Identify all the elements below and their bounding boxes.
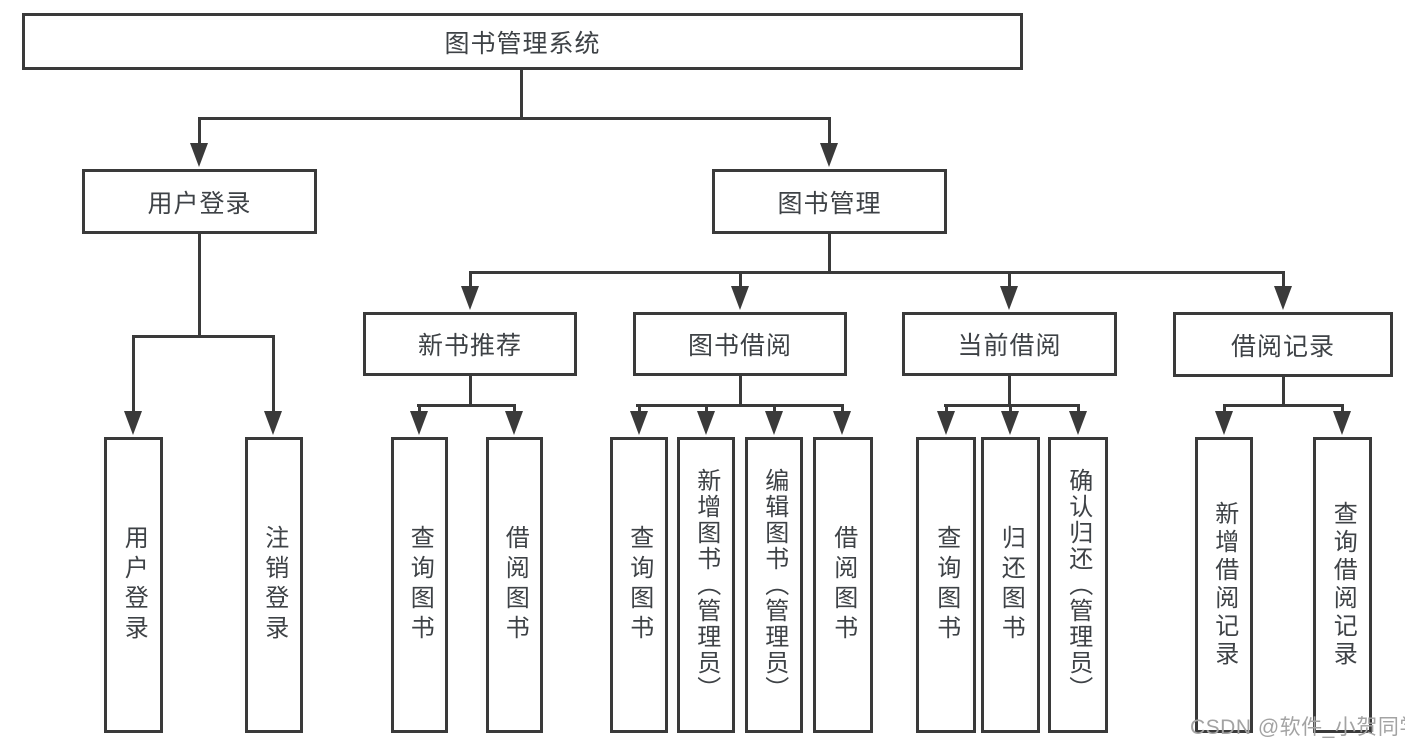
- leaf-confirm-return-admin: 确认归还（管理员）: [1048, 437, 1108, 733]
- arrow-down-icon: [1001, 411, 1019, 435]
- arrow-down-icon: [461, 286, 479, 310]
- connector-line: [828, 234, 831, 273]
- connector-line: [828, 117, 831, 149]
- connector-line: [1223, 404, 1344, 407]
- node-book-borrowing: 图书借阅: [633, 312, 847, 376]
- arrow-down-icon: [1215, 411, 1233, 435]
- leaf-query-books-recommend: 查询图书: [391, 437, 448, 733]
- node-user-login: 用户登录: [82, 169, 317, 234]
- arrow-down-icon: [264, 411, 282, 435]
- connector-line: [520, 70, 523, 118]
- node-root: 图书管理系统: [22, 13, 1023, 70]
- connector-line: [1282, 271, 1285, 291]
- arrow-down-icon: [833, 411, 851, 435]
- leaf-borrow-books-borrowing: 借阅图书: [813, 437, 873, 733]
- connector-line: [1008, 376, 1011, 406]
- node-borrowing-records: 借阅记录: [1173, 312, 1393, 377]
- leaf-logout: 注销登录: [245, 437, 303, 733]
- connector-line: [1008, 271, 1011, 291]
- node-new-book-recommend: 新书推荐: [363, 312, 577, 376]
- leaf-edit-books-admin: 编辑图书（管理员）: [745, 437, 803, 733]
- arrow-down-icon: [505, 411, 523, 435]
- connector-line: [469, 271, 1284, 274]
- connector-line: [636, 404, 844, 407]
- connector-line: [198, 234, 201, 337]
- connector-line: [417, 404, 516, 407]
- arrow-down-icon: [697, 411, 715, 435]
- arrow-down-icon: [820, 143, 838, 167]
- leaf-add-books-admin: 新增图书（管理员）: [677, 437, 735, 733]
- arrow-down-icon: [937, 411, 955, 435]
- connector-line: [132, 335, 135, 413]
- leaf-borrow-books-recommend: 借阅图书: [486, 437, 543, 733]
- connector-line: [469, 376, 472, 406]
- leaf-query-books-borrowing: 查询图书: [610, 437, 668, 733]
- node-book-management: 图书管理: [712, 169, 947, 234]
- leaf-query-borrow-record: 查询借阅记录: [1313, 437, 1372, 733]
- connector-line: [198, 117, 831, 120]
- connector-line: [1282, 377, 1285, 406]
- arrow-down-icon: [410, 411, 428, 435]
- arrow-down-icon: [731, 286, 749, 310]
- connector-line: [272, 335, 275, 413]
- connector-line: [739, 376, 742, 406]
- csdn-watermark: CSDN @软件_小贺同学: [1190, 716, 1405, 739]
- connector-line: [739, 271, 742, 291]
- arrow-down-icon: [190, 143, 208, 167]
- leaf-return-books: 归还图书: [981, 437, 1040, 733]
- arrow-down-icon: [124, 411, 142, 435]
- arrow-down-icon: [765, 411, 783, 435]
- leaf-user-login: 用户登录: [104, 437, 163, 733]
- arrow-down-icon: [1069, 411, 1087, 435]
- connector-line: [132, 335, 275, 338]
- leaf-query-books-current: 查询图书: [916, 437, 976, 733]
- arrow-down-icon: [1333, 411, 1351, 435]
- connector-line: [469, 271, 472, 291]
- arrow-down-icon: [1274, 286, 1292, 310]
- leaf-add-borrow-record: 新增借阅记录: [1195, 437, 1253, 733]
- arrow-down-icon: [1000, 286, 1018, 310]
- arrow-down-icon: [630, 411, 648, 435]
- connector-line: [198, 117, 201, 149]
- node-current-borrowing: 当前借阅: [902, 312, 1117, 376]
